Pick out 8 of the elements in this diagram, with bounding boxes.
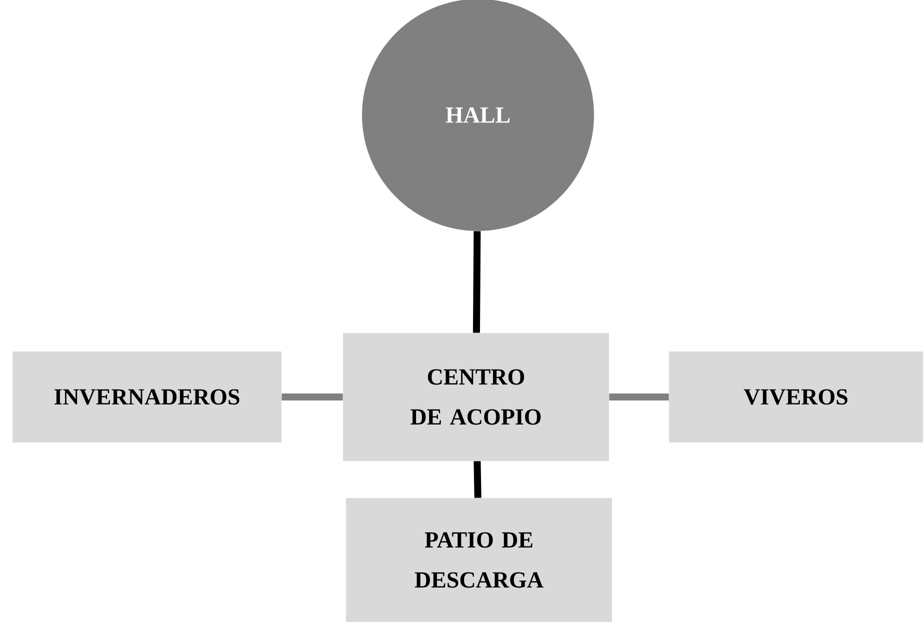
connector-line: [474, 461, 482, 498]
connector-line: [609, 393, 669, 400]
connector-line: [282, 393, 343, 400]
process-box: CENTRO DE ACOPIO: [343, 332, 609, 461]
process-box: PATIO DE DESCARGA: [346, 498, 612, 622]
process-box: INVERNADEROS: [12, 351, 282, 442]
process-box: VIVEROS: [669, 351, 923, 442]
connector-line: [472, 231, 481, 333]
